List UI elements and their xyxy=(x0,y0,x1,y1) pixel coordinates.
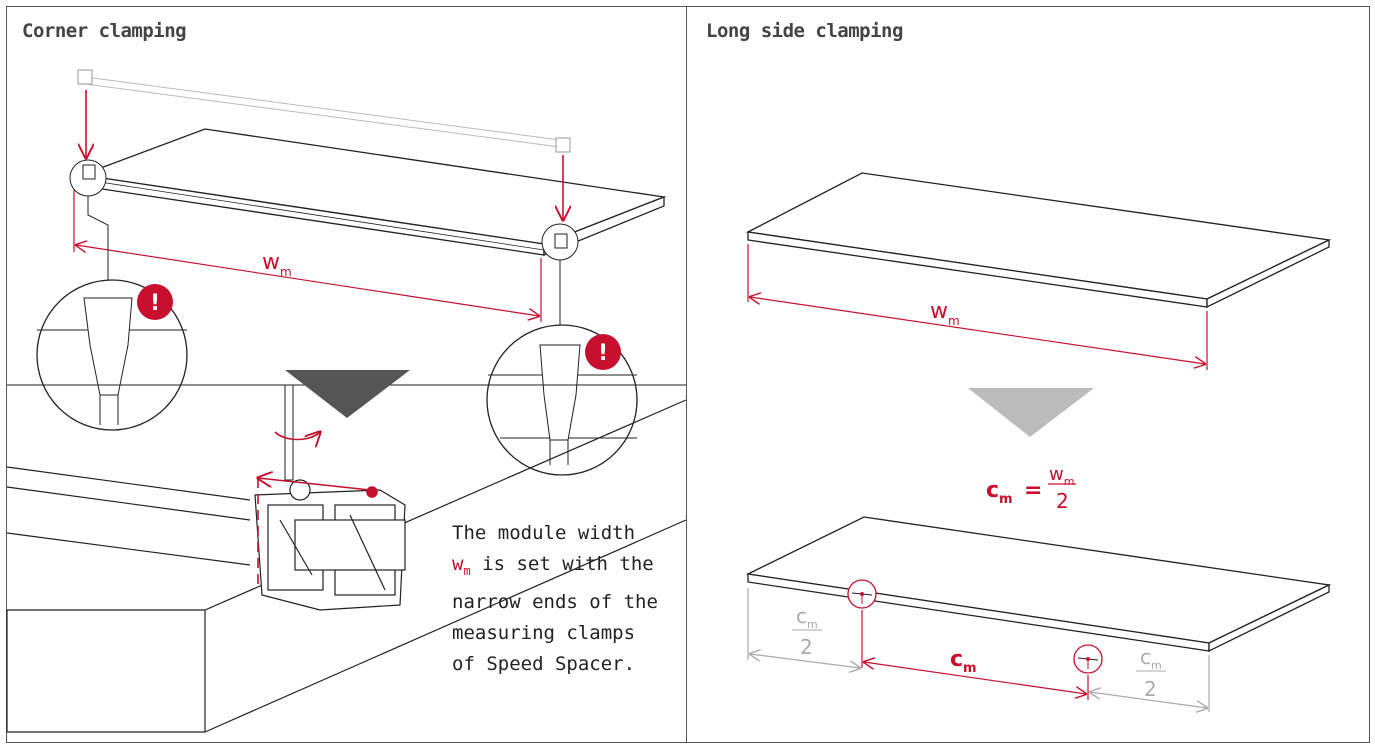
corner-clamp-right xyxy=(541,223,579,261)
down-triangle-right xyxy=(968,388,1094,437)
rail-above xyxy=(77,69,571,153)
table-slab xyxy=(6,399,687,733)
cm-label: cm xyxy=(950,647,977,676)
cm-half-label-right: cm 2 xyxy=(1136,645,1166,701)
wm-label-left: wm xyxy=(262,250,292,279)
warning-badge-right: ! xyxy=(585,334,621,370)
clamp-measure-marker xyxy=(258,478,378,590)
dimension-cm-half-right xyxy=(1090,655,1210,712)
dimension-wm-right xyxy=(747,244,1208,370)
corner-clamp-left xyxy=(69,159,107,197)
figure-frame xyxy=(6,6,1370,743)
panel-divider xyxy=(686,6,687,743)
module-panel-top xyxy=(745,172,1332,309)
hex-key xyxy=(284,384,294,481)
svg-text:2: 2 xyxy=(800,635,813,659)
svg-text:cm: cm xyxy=(986,478,1013,507)
caption-line-1: The module width xyxy=(452,522,636,544)
corner-clamping-title: Corner clamping xyxy=(22,20,187,42)
clamp-marker-1 xyxy=(847,579,877,609)
wm-label-right: wm xyxy=(930,299,960,328)
rotation-arrow xyxy=(274,432,320,440)
dimension-wm-left xyxy=(73,190,542,322)
caption: The module width wm is set with the narr… xyxy=(452,518,692,680)
svg-text:=: = xyxy=(1024,478,1042,503)
long-side-clamping-title: Long side clamping xyxy=(706,20,903,42)
svg-text:!: ! xyxy=(598,341,608,366)
svg-text:2: 2 xyxy=(1056,489,1069,513)
warning-badge-left: ! xyxy=(137,284,173,320)
svg-text:wm: wm xyxy=(1049,464,1074,488)
down-triangle-left xyxy=(285,370,410,418)
speed-spacer-clamp xyxy=(254,479,406,611)
svg-text:2: 2 xyxy=(1144,677,1157,701)
svg-text:cm: cm xyxy=(796,604,818,631)
caption-line-4: measuring clamps xyxy=(452,621,636,644)
caption-line-2: wm is set with the xyxy=(452,553,654,578)
cm-half-label-left: cm 2 xyxy=(792,604,822,659)
leader-line-left xyxy=(87,196,109,282)
clamp-marker-2 xyxy=(1073,644,1103,674)
caption-wm-symbol: wm xyxy=(452,553,471,578)
formula: cm = wm 2 xyxy=(986,464,1076,513)
dimension-cm-half-left xyxy=(747,588,860,668)
caption-line-3: narrow ends of the xyxy=(452,590,658,613)
caption-line-5: of Speed Spacer. xyxy=(452,652,636,675)
module-panel-bottom xyxy=(745,516,1332,653)
svg-text:!: ! xyxy=(150,291,160,316)
svg-text:cm: cm xyxy=(1140,645,1162,672)
